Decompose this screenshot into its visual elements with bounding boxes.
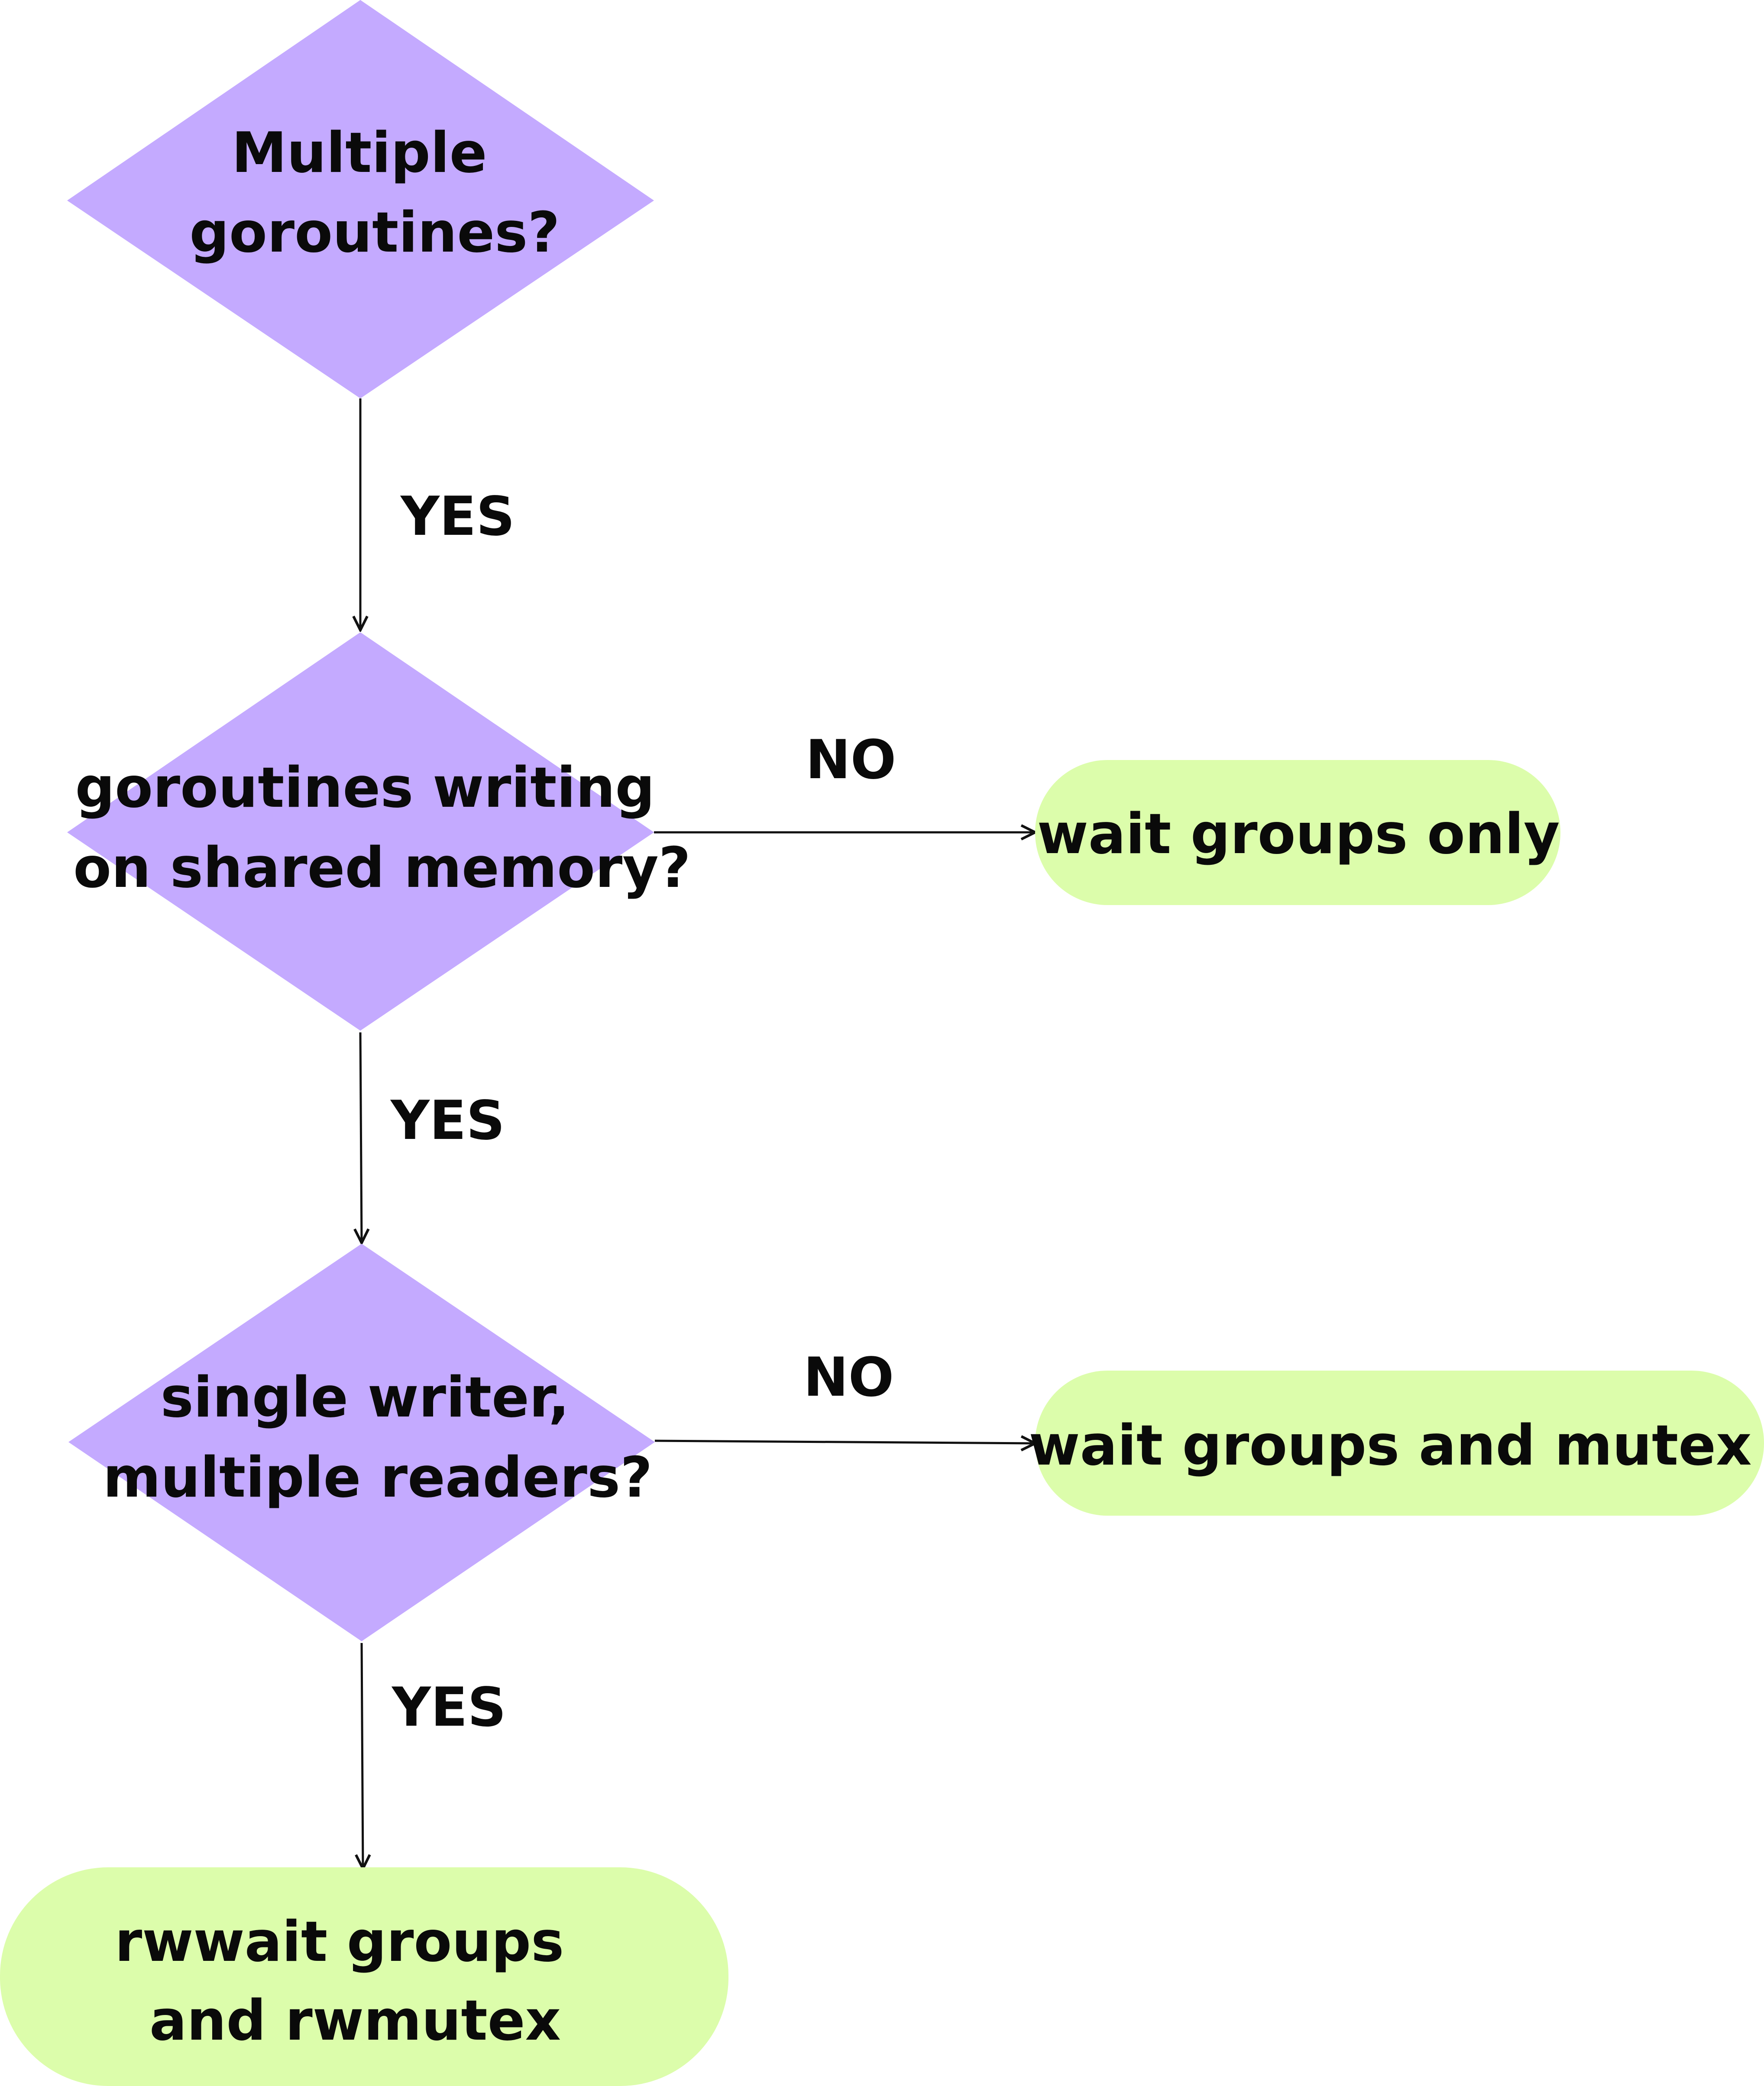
decision-diamond-shape: [68, 1244, 655, 1641]
edge-yes-3-label: YES: [391, 1676, 506, 1739]
edge-yes-2-label: YES: [390, 1090, 505, 1152]
decision-label-line-2: goroutines?: [189, 201, 560, 265]
decision-single-writer: single writer, multiple readers?: [68, 1244, 655, 1641]
decision-label-line-1: Multiple: [232, 121, 487, 185]
decision-label-line-1: single writer,: [161, 1365, 570, 1430]
decision-shared-memory: goroutines writing on shared memory?: [67, 632, 691, 1031]
decision-label-line-1: goroutines writing: [75, 756, 655, 820]
result-label-line-1: wait groups only: [1037, 802, 1560, 867]
edge-no-1: NO: [654, 729, 1035, 832]
decision-label-line-2: multiple readers?: [103, 1446, 653, 1510]
decision-label: single writer, multiple readers?: [103, 1365, 653, 1510]
edge-no-2-label: NO: [803, 1346, 894, 1409]
result-wait-groups-only: wait groups only: [1035, 760, 1560, 905]
decision-label: goroutines writing on shared memory?: [73, 756, 691, 900]
decision-diamond-shape: [67, 0, 654, 398]
result-rwwait-rwmutex: rwwait groups and rwmutex: [0, 1867, 728, 2086]
result-pill-shape: [1035, 1371, 1764, 1516]
result-label-line-1: wait groups and mutex: [1029, 1413, 1751, 1478]
decision-label-line-2: on shared memory?: [73, 836, 691, 900]
edge-yes-1-label: YES: [400, 485, 515, 548]
result-label-line-1: rwwait groups: [115, 1910, 564, 1974]
decision-label: Multiple goroutines?: [189, 121, 560, 265]
result-label-line-2: and rwmutex: [149, 1989, 561, 2053]
edge-yes-3: YES: [362, 1643, 506, 1869]
result-pill-shape: [1035, 760, 1560, 905]
result-label: wait groups only: [1037, 802, 1560, 867]
decision-diamond-shape: [67, 632, 654, 1031]
decision-multiple-goroutines: Multiple goroutines?: [67, 0, 654, 398]
result-wait-groups-mutex: wait groups and mutex: [1029, 1371, 1764, 1516]
edge-yes-3-line: [362, 1643, 363, 1869]
edge-no-2: NO: [654, 1346, 1035, 1443]
edge-no-2-line: [654, 1441, 1035, 1443]
result-label: rwwait groups and rwmutex: [115, 1910, 583, 2053]
result-label: wait groups and mutex: [1029, 1413, 1751, 1478]
edge-yes-1: YES: [360, 398, 515, 630]
result-pill-shape: [0, 1867, 728, 2086]
edge-yes-2-line: [360, 1032, 362, 1243]
edge-yes-2: YES: [360, 1032, 505, 1243]
edge-no-1-label: NO: [806, 729, 896, 791]
